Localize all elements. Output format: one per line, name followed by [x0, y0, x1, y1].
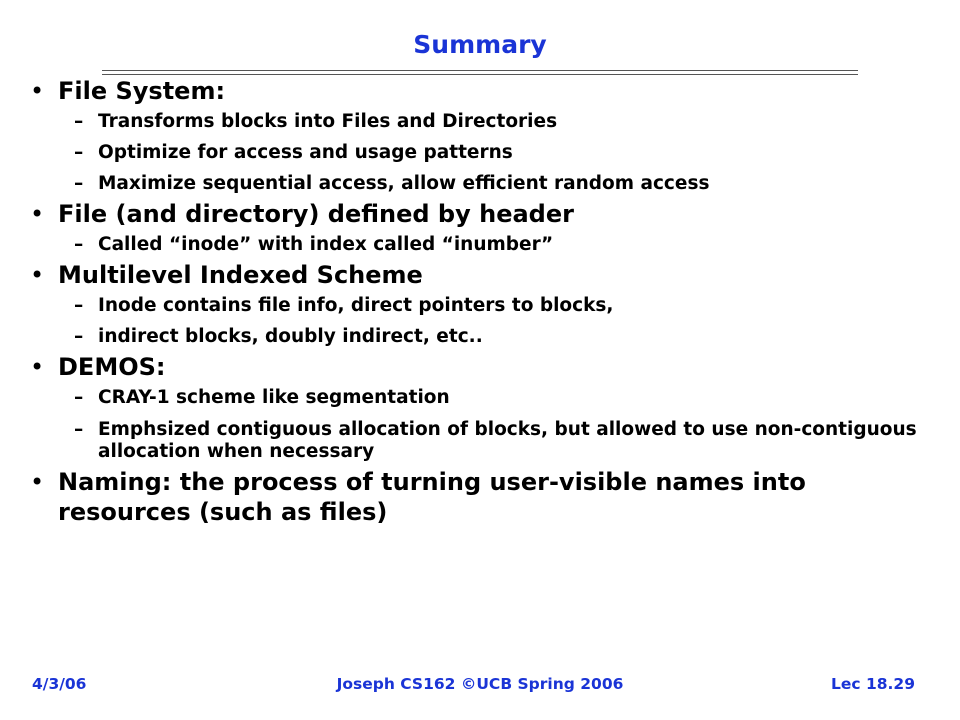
dash-icon: – — [74, 111, 84, 132]
sub-item: – indirect blocks, doubly indirect, etc.… — [28, 321, 928, 352]
bullet-list: • File System: – Transforms blocks into … — [28, 76, 928, 527]
title-rule-bottom — [102, 74, 858, 75]
bullet-icon: • — [30, 468, 45, 496]
sub-item-text: Maximize sequential access, allow effici… — [98, 173, 710, 194]
sub-item-text: Called “inode” with index called “inumbe… — [98, 234, 554, 255]
sub-item: – Optimize for access and usage patterns — [28, 137, 928, 168]
sub-item-text: Optimize for access and usage patterns — [98, 142, 513, 163]
sub-item: – Emphsized contiguous allocation of blo… — [28, 419, 928, 463]
bullet-icon: • — [30, 77, 45, 105]
dash-icon: – — [74, 173, 84, 194]
footer-course: Joseph CS162 ©UCB Spring 2006 — [336, 675, 624, 693]
footer-lecture: Lec 18.29 — [830, 675, 915, 693]
title-rule-top — [102, 70, 858, 71]
sub-item-text: Inode contains file info, direct pointer… — [98, 295, 614, 316]
dash-icon: – — [74, 419, 84, 440]
bullet-text: Multilevel Indexed Scheme — [58, 261, 423, 289]
bullet-text: File System: — [58, 77, 226, 105]
sub-item: – Maximize sequential access, allow effi… — [28, 168, 928, 199]
sub-item: – Called “inode” with index called “inum… — [28, 229, 928, 260]
bullet-item-file-header: • File (and directory) defined by header — [28, 199, 928, 229]
sub-item-text: indirect blocks, doubly indirect, etc.. — [98, 326, 483, 347]
sub-item: – Transforms blocks into Files and Direc… — [28, 106, 928, 137]
sub-item-text: Emphsized contiguous allocation of block… — [98, 419, 917, 462]
bullet-item-demos: • DEMOS: — [28, 352, 928, 382]
bullet-icon: • — [30, 261, 45, 289]
bullet-item-naming: • Naming: the process of turning user-vi… — [28, 467, 928, 527]
bullet-icon: • — [30, 353, 45, 381]
sub-item: – Inode contains file info, direct point… — [28, 290, 928, 321]
sub-item-text: Transforms blocks into Files and Directo… — [98, 111, 558, 132]
dash-icon: – — [74, 326, 84, 347]
bullet-text: Naming: the process of turning user-visi… — [58, 468, 806, 526]
slide-title: Summary — [413, 30, 547, 59]
dash-icon: – — [74, 295, 84, 316]
footer-date: 4/3/06 — [32, 675, 87, 693]
sub-item: – CRAY-1 scheme like segmentation — [28, 382, 928, 413]
dash-icon: – — [74, 234, 84, 255]
bullet-text: File (and directory) defined by header — [58, 200, 574, 228]
bullet-icon: • — [30, 200, 45, 228]
bullet-item-multilevel-indexed: • Multilevel Indexed Scheme — [28, 260, 928, 290]
dash-icon: – — [74, 387, 84, 408]
dash-icon: – — [74, 142, 84, 163]
bullet-text: DEMOS: — [58, 353, 166, 381]
sub-item-text: CRAY-1 scheme like segmentation — [98, 387, 450, 408]
bullet-item-file-system: • File System: — [28, 76, 928, 106]
